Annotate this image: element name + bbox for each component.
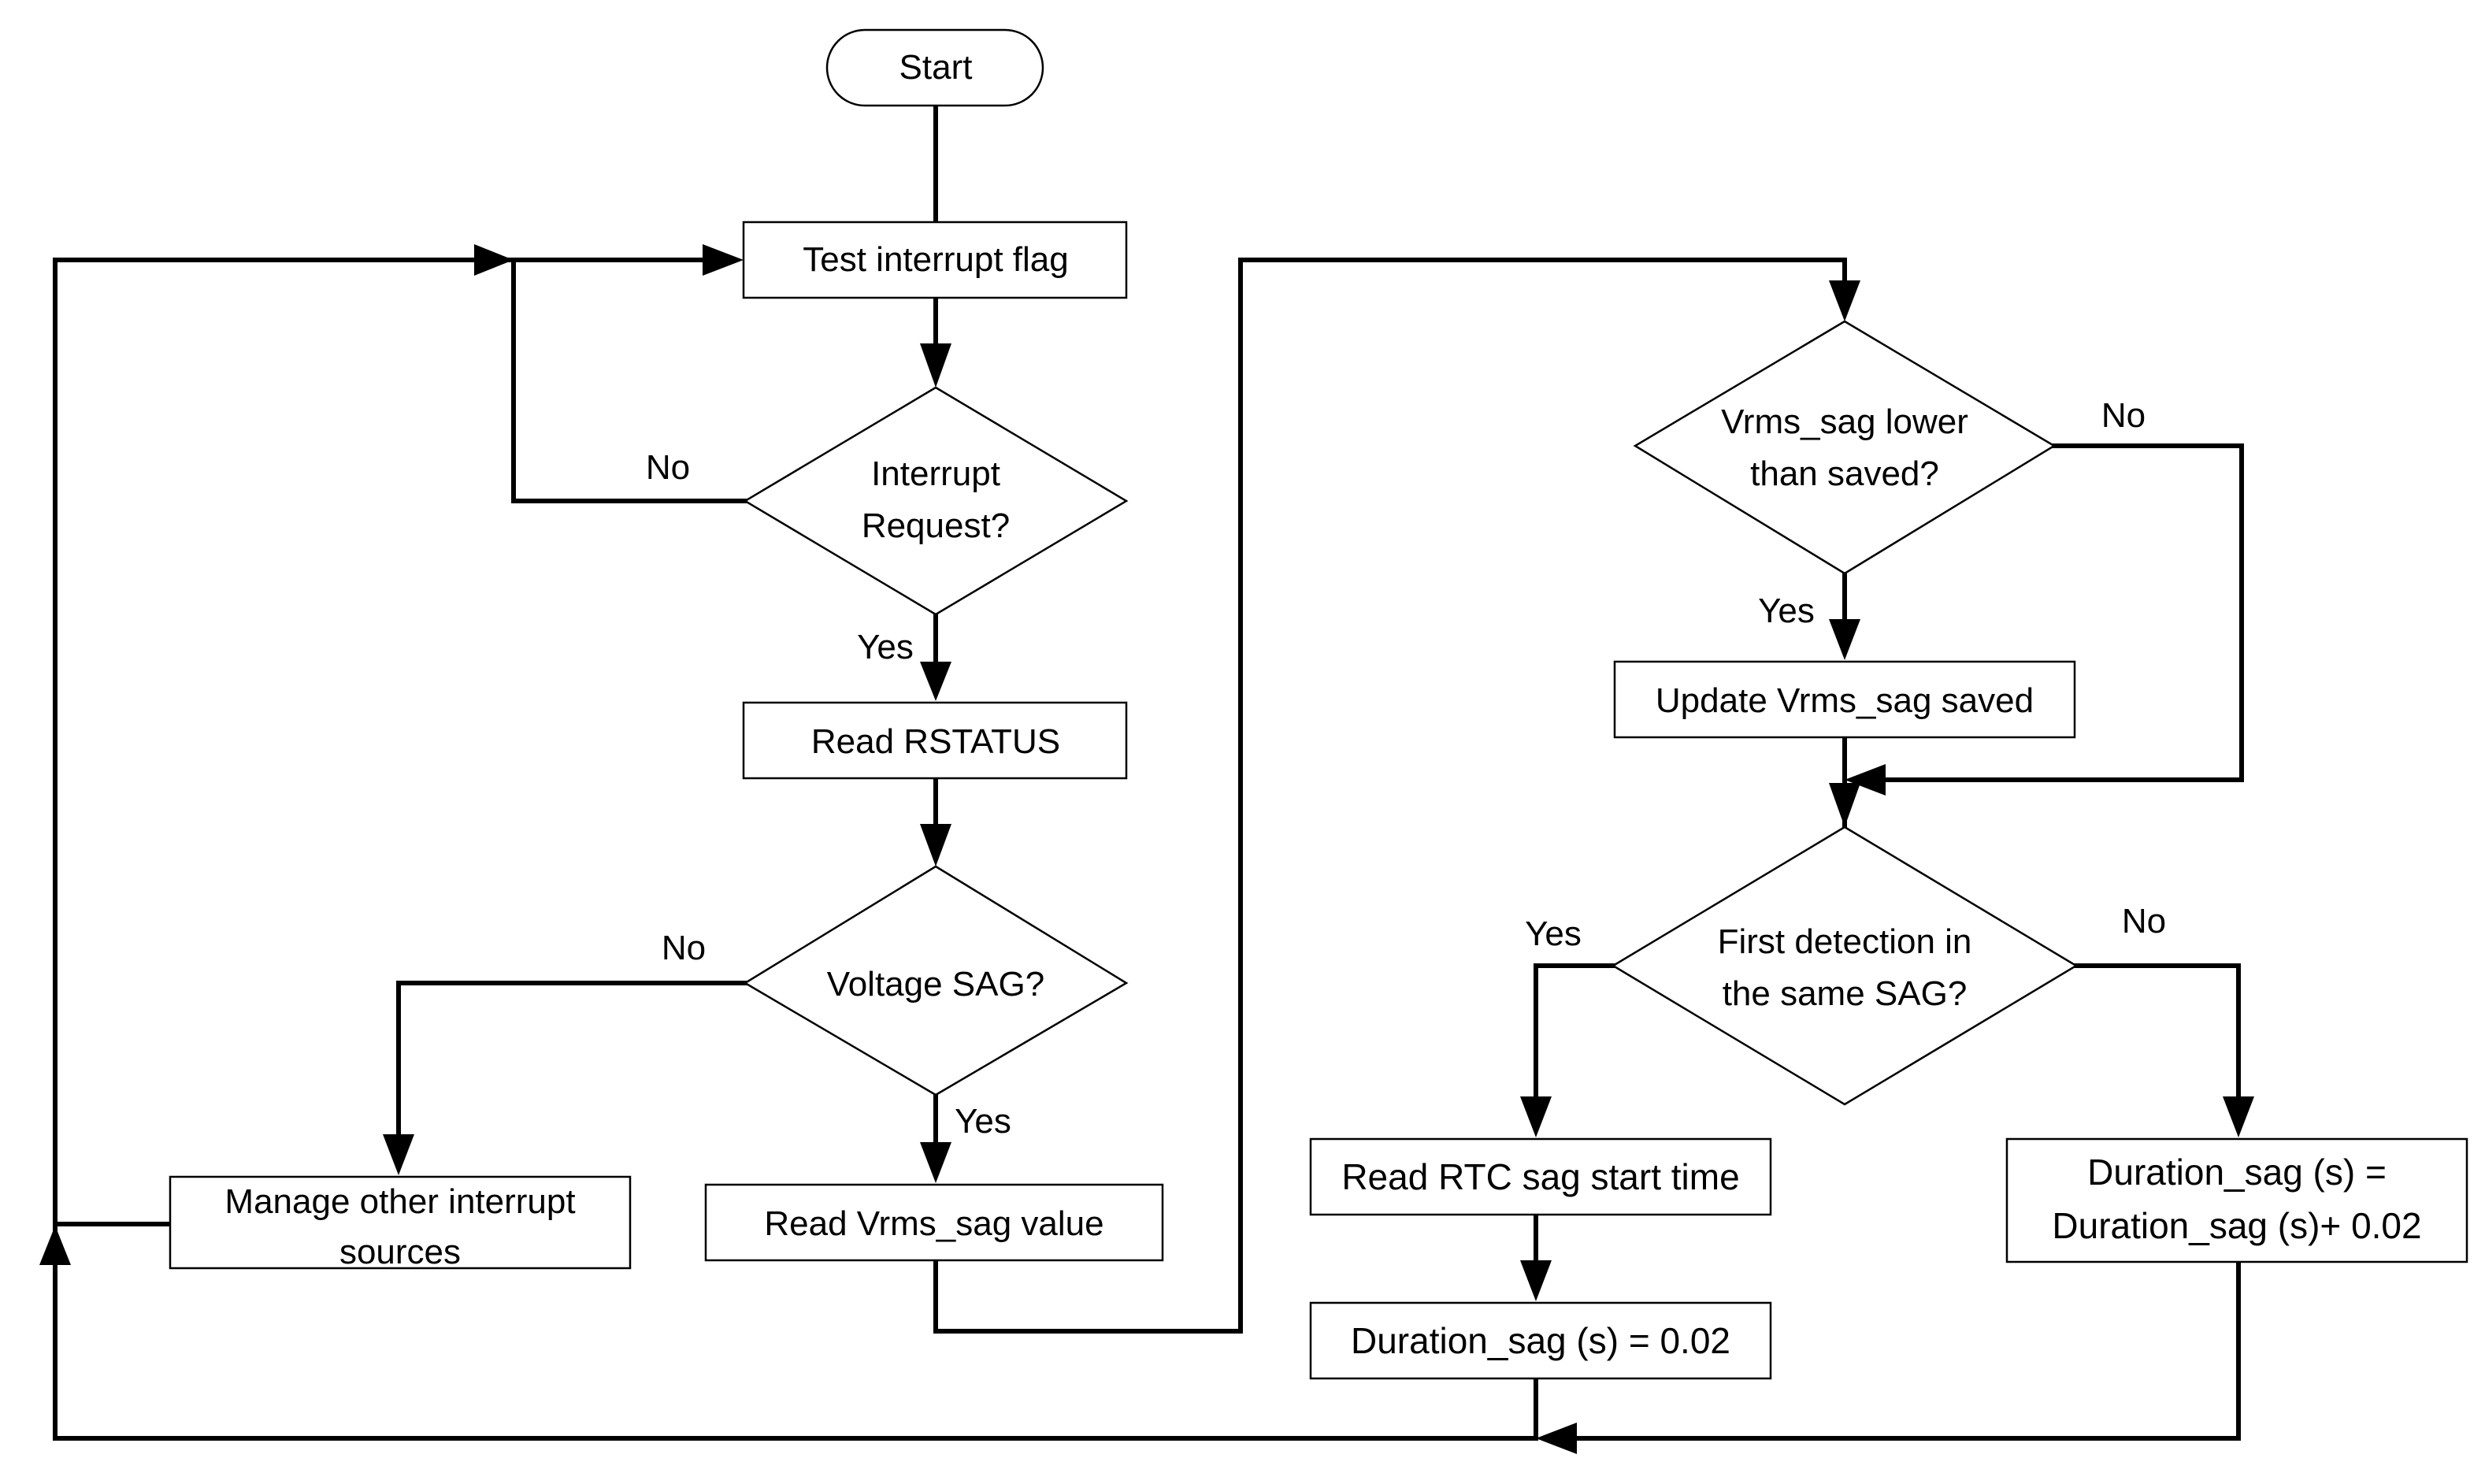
edge-vrms-to-right xyxy=(933,258,1847,1334)
edge-first-no xyxy=(2074,963,2241,1104)
label-vrms-no: No xyxy=(2101,396,2146,435)
node-start: Start xyxy=(825,28,1044,107)
duration-add-label-2: Duration_sag (s)+ 0.02 xyxy=(2052,1205,2421,1246)
edge-manage-to-loop xyxy=(53,1222,172,1255)
arrow-into-first xyxy=(1829,783,1860,827)
edge-sag-no xyxy=(396,981,747,1138)
vrms-lower-label-2: than saved? xyxy=(1750,454,1939,493)
label-interrupt-yes: Yes xyxy=(857,628,914,666)
node-vrms-lower: Vrms_sag lower than saved? xyxy=(1633,320,2057,575)
label-interrupt-no: No xyxy=(646,448,690,487)
edge-add-to-bottom xyxy=(1573,1261,2241,1441)
node-manage-other: Manage other interrupt sources xyxy=(169,1175,632,1271)
read-vrms-label: Read Vrms_sag value xyxy=(764,1204,1103,1243)
arrow-into-duration-init xyxy=(1520,1260,1552,1301)
node-duration-init: Duration_sag (s) = 0.02 xyxy=(1309,1301,1772,1380)
node-read-rtc: Read RTC sag start time xyxy=(1309,1137,1772,1216)
arrow-bottom-merge xyxy=(1536,1423,1577,1454)
test-flag-label: Test interrupt flag xyxy=(803,240,1069,279)
arrow-into-vrms-lower xyxy=(1829,280,1860,321)
read-rtc-label: Read RTC sag start time xyxy=(1341,1156,1739,1197)
edge-outer-loop xyxy=(53,258,475,1228)
arrow-into-duration-add xyxy=(2223,1096,2254,1137)
node-update-vrms: Update Vrms_sag saved xyxy=(1613,660,2076,739)
edge-interrupt-no xyxy=(511,258,747,503)
arrow-merge-no xyxy=(1845,764,1886,796)
start-terminal xyxy=(825,28,1044,107)
arrow-into-manage xyxy=(383,1134,414,1175)
node-first-detection: First detection in the same SAG? xyxy=(1611,825,2079,1106)
edge-first-yes xyxy=(1534,963,1615,1104)
duration-init-label: Duration_sag (s) = 0.02 xyxy=(1351,1320,1730,1361)
manage-other-label-1: Manage other interrupt xyxy=(224,1182,575,1221)
node-read-vrms: Read Vrms_sag value xyxy=(704,1183,1164,1262)
label-sag-no: No xyxy=(662,929,706,967)
first-detection-label-2: the same SAG? xyxy=(1723,974,1968,1013)
label-sag-yes: Yes xyxy=(955,1102,1011,1141)
edge-labels: No Yes No Yes No Yes Yes No xyxy=(646,396,2166,1141)
vrms-lower-label-1: Vrms_sag lower xyxy=(1721,403,1968,441)
arrow-into-interrupt xyxy=(920,343,951,388)
arrow-into-rstatus xyxy=(920,662,951,701)
edge-vrms-no xyxy=(1880,443,2244,782)
arrow-into-update xyxy=(1829,619,1860,660)
first-detection-label-1: First detection in xyxy=(1718,922,1972,961)
start-label: Start xyxy=(899,48,973,87)
node-duration-add: Duration_sag (s) = Duration_sag (s)+ 0.0… xyxy=(2005,1137,2468,1263)
arrow-into-sag xyxy=(920,824,951,866)
node-test-interrupt-flag: Test interrupt flag xyxy=(742,221,1128,299)
label-vrms-yes: Yes xyxy=(1758,592,1815,630)
arrow-outer-loop-up xyxy=(39,1226,71,1265)
node-interrupt-request: Interrupt Request? xyxy=(743,386,1129,616)
node-read-rstatus: Read RSTATUS xyxy=(742,701,1128,780)
interrupt-request-label-2: Request? xyxy=(862,506,1010,545)
arrow-into-rtc xyxy=(1520,1096,1552,1137)
interrupt-request-label-1: Interrupt xyxy=(871,454,1000,493)
arrow-into-read-vrms xyxy=(920,1142,951,1183)
read-rstatus-label: Read RSTATUS xyxy=(811,722,1060,761)
update-vrms-label: Update Vrms_sag saved xyxy=(1656,681,2034,720)
label-first-no: No xyxy=(2122,902,2166,940)
arrowheads xyxy=(39,244,2254,1454)
duration-add-label-1: Duration_sag (s) = xyxy=(2087,1152,2387,1193)
node-voltage-sag: Voltage SAG? xyxy=(743,865,1129,1096)
arrow-into-test-main xyxy=(703,244,744,276)
arrow-into-test-loop xyxy=(474,244,514,276)
voltage-sag-label: Voltage SAG? xyxy=(827,965,1044,1004)
manage-other-label-2: sources xyxy=(339,1233,461,1271)
label-first-yes: Yes xyxy=(1525,915,1582,953)
